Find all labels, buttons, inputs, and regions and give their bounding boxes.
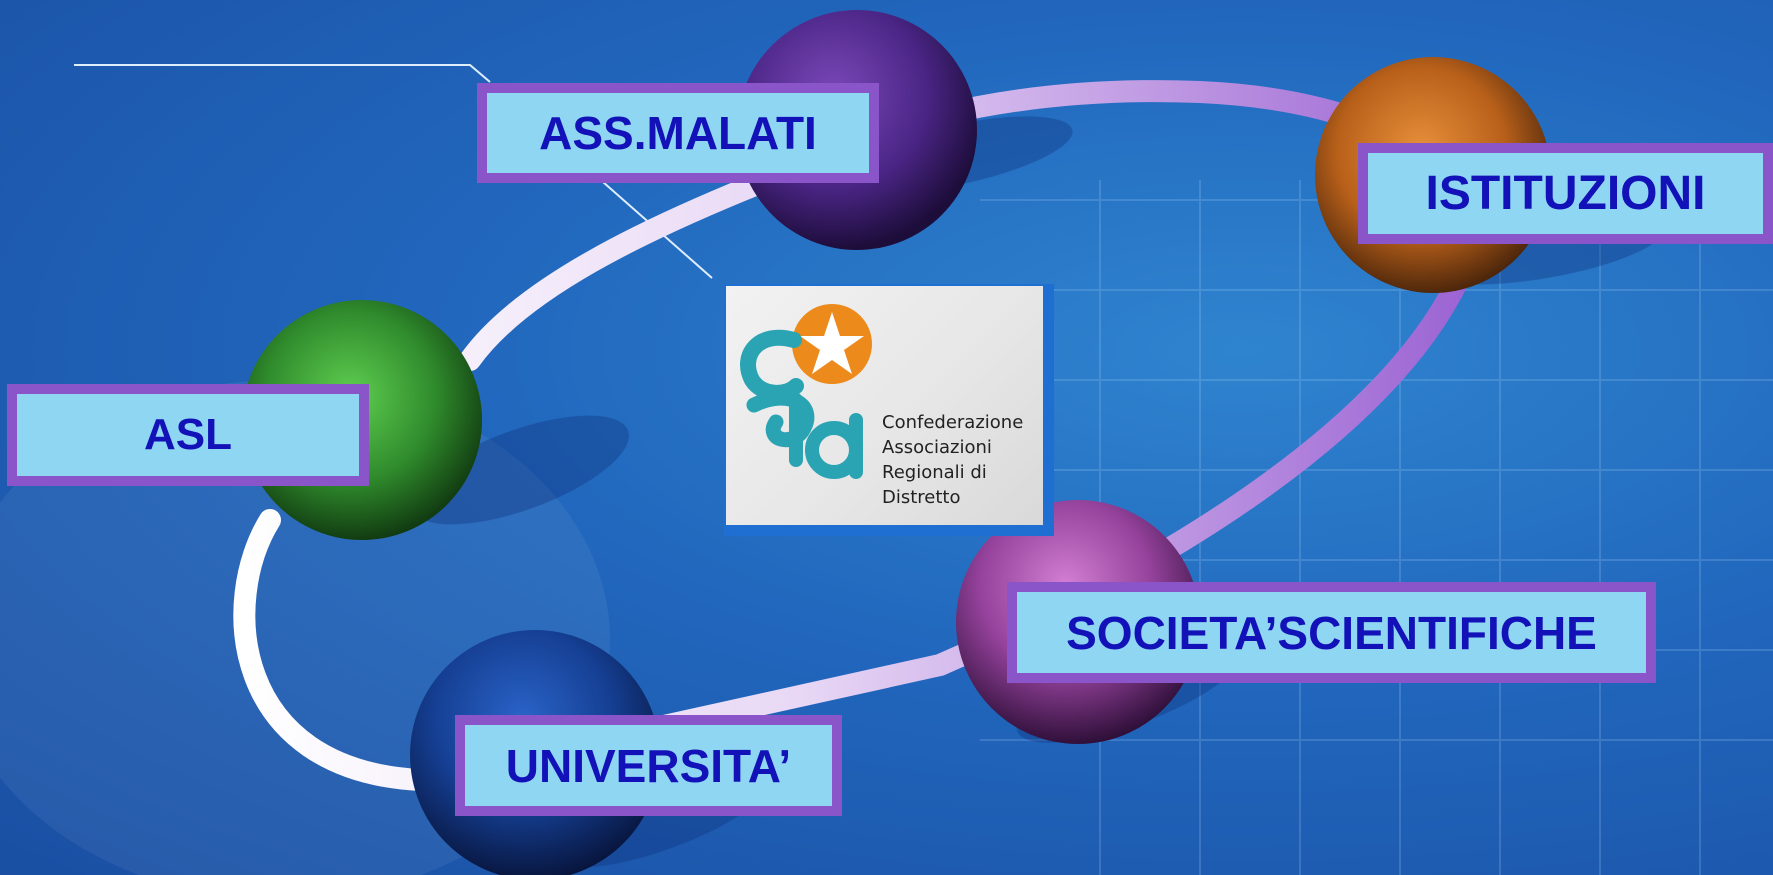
- label-ass-malati: ASS.MALATI: [477, 83, 879, 183]
- logo-line: Distretto: [882, 487, 961, 508]
- label-text: SOCIETA’SCIENTIFICHE: [1066, 606, 1597, 659]
- cara-logo-card: Confederazione Associazioni Regionali di…: [724, 284, 1054, 536]
- label-text: ASS.MALATI: [539, 107, 817, 159]
- label-text: ASL: [144, 410, 232, 459]
- label-istituzioni: ISTITUZIONI: [1358, 143, 1773, 244]
- label-asl: ASL: [7, 384, 369, 486]
- label-universita: UNIVERSITA’: [455, 715, 842, 816]
- logo-line: Confederazione: [882, 412, 1024, 433]
- label-text: UNIVERSITA’: [505, 739, 792, 792]
- cara-logo: Confederazione Associazioni Regionali di…: [726, 286, 1043, 525]
- label-text: ISTITUZIONI: [1425, 167, 1706, 220]
- label-societa-scientifiche: SOCIETA’SCIENTIFICHE: [1007, 582, 1656, 683]
- cara-logo-mark: [740, 304, 872, 479]
- logo-line: Regionali di: [882, 462, 987, 483]
- logo-line: Associazioni: [882, 437, 992, 458]
- cara-logo-text: Confederazione Associazioni Regionali di…: [882, 410, 1023, 510]
